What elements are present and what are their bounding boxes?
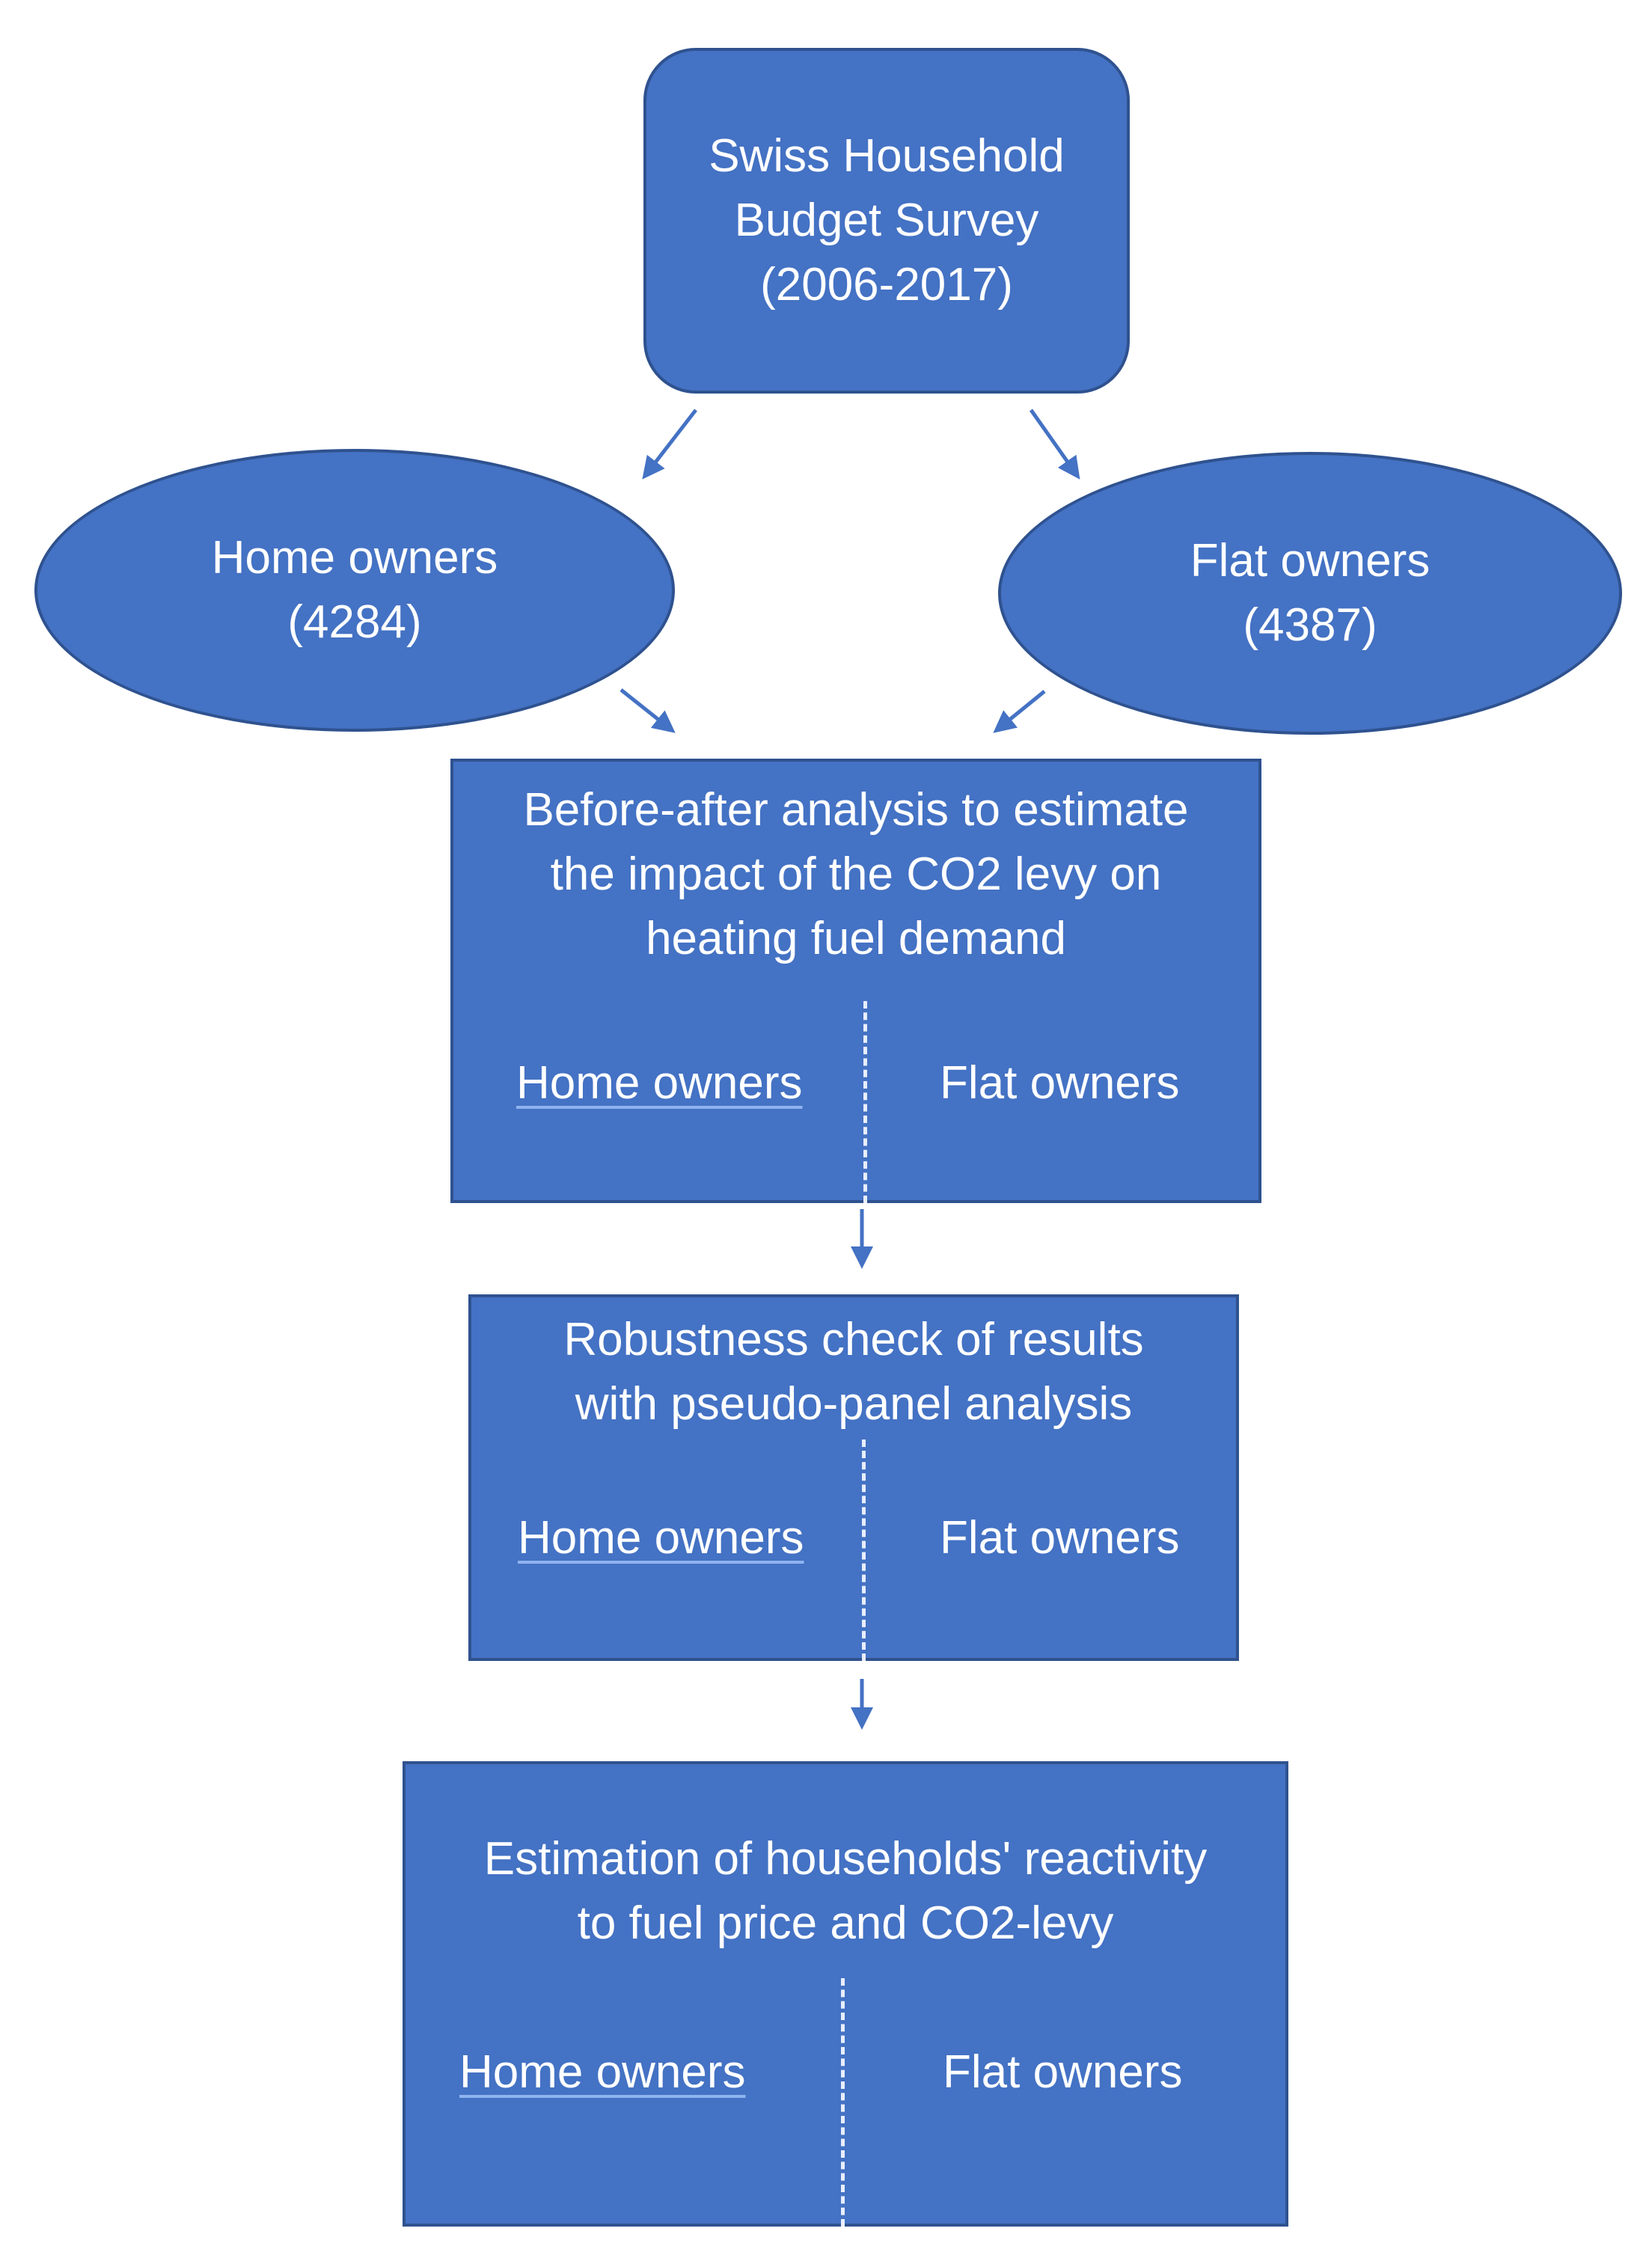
source-line-2: Budget Survey xyxy=(734,195,1039,246)
source-node-text: Swiss Household Budget Survey (2006-2017… xyxy=(709,124,1065,317)
home-owners-group-node: Home owners (4284) xyxy=(34,449,675,732)
home-owners-group-count: (4284) xyxy=(287,596,422,648)
before-after-title-line-2: the impact of the CO2 levy on xyxy=(550,848,1162,900)
estimation-title-line-1: Estimation of households' reactivity xyxy=(483,1833,1208,1885)
arrow-source-to-flat-owners xyxy=(1029,409,1080,480)
robustness-flat-owners-label: Flat owners xyxy=(940,1512,1180,1564)
robustness-title: Robustness check of results with pseudo-… xyxy=(471,1308,1236,1437)
before-after-title: Before-after analysis to estimate the im… xyxy=(453,778,1258,971)
home-owners-group-text: Home owners (4284) xyxy=(212,526,498,655)
arrow-flat-owners-to-before-after xyxy=(993,690,1046,733)
before-after-divider xyxy=(863,1001,867,1203)
estimation-title-line-2: to fuel price and CO2-levy xyxy=(577,1897,1114,1949)
before-after-home-owners-label: Home owners xyxy=(516,1057,803,1109)
before-after-flat-owners-label: Flat owners xyxy=(940,1057,1180,1109)
home-owners-group-label: Home owners xyxy=(211,532,498,584)
flat-owners-group-label: Flat owners xyxy=(1190,535,1431,587)
robustness-home-owners-label: Home owners xyxy=(518,1512,804,1564)
before-after-title-line-3: heating fuel demand xyxy=(646,913,1066,964)
flat-owners-group-text: Flat owners (4387) xyxy=(1190,529,1430,658)
estimation-divider xyxy=(841,1978,845,2227)
source-node-swiss-household-budget-survey: Swiss Household Budget Survey (2006-2017… xyxy=(643,48,1130,394)
estimation-title: Estimation of households' reactivity to … xyxy=(406,1827,1285,1956)
flat-owners-group-node: Flat owners (4387) xyxy=(998,452,1622,735)
robustness-divider xyxy=(862,1439,866,1661)
estimation-flat-owners-label: Flat owners xyxy=(943,2046,1183,2098)
estimation-box: Estimation of households' reactivity to … xyxy=(403,1761,1288,2227)
before-after-analysis-box: Before-after analysis to estimate the im… xyxy=(450,759,1261,1203)
robustness-title-line-1: Robustness check of results xyxy=(563,1314,1144,1365)
robustness-title-line-2: with pseudo-panel analysis xyxy=(575,1378,1133,1430)
flat-owners-group-count: (4387) xyxy=(1243,599,1377,651)
robustness-check-box: Robustness check of results with pseudo-… xyxy=(468,1294,1239,1661)
arrow-home-owners-to-before-after xyxy=(620,688,676,733)
before-after-title-line-1: Before-after analysis to estimate xyxy=(523,784,1189,836)
arrow-source-to-home-owners xyxy=(642,409,697,480)
source-line-3: (2006-2017) xyxy=(760,259,1013,310)
source-line-1: Swiss Household xyxy=(709,130,1065,182)
estimation-home-owners-label: Home owners xyxy=(459,2046,746,2098)
